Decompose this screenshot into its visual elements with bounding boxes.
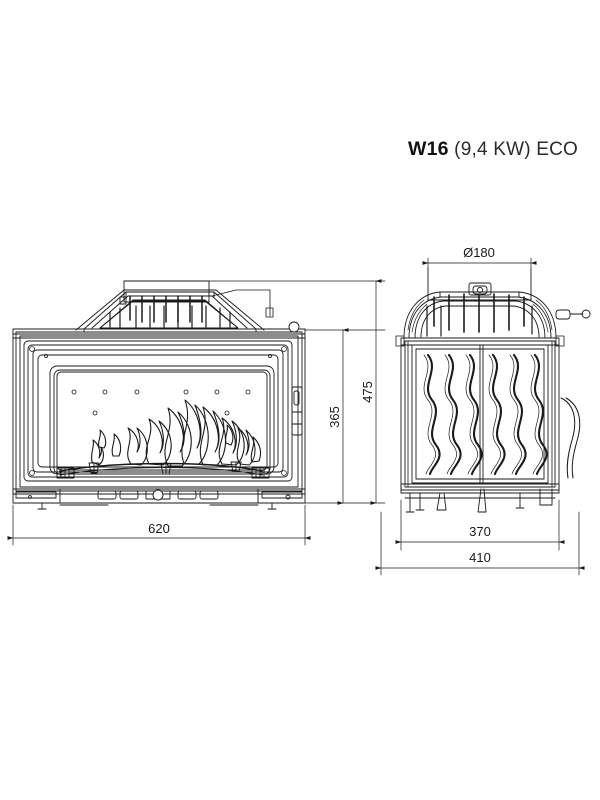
front-glass-dots	[71, 389, 251, 416]
dim-side-depth-inner-text: 370	[469, 524, 491, 539]
front-glass-pane	[49, 365, 275, 475]
flame-small-left	[91, 439, 104, 466]
front-dimension-lines	[7, 279, 386, 546]
dim-front-inner-height-text: 365	[327, 406, 342, 428]
side-base-legs	[400, 483, 560, 513]
side-hood-fins	[433, 293, 525, 333]
flame-tiny-left	[111, 433, 122, 457]
side-top-bracket	[468, 282, 492, 296]
flame-tall-left	[145, 418, 172, 466]
flame-main-right	[199, 406, 227, 466]
front-door-handle	[288, 321, 303, 436]
flame-graphic	[91, 399, 262, 467]
flame-teardrop-2	[225, 424, 234, 446]
side-heat-exchanger-waves	[426, 353, 548, 476]
flame-tiny-right	[250, 436, 262, 463]
title-block: W16 (9,4 KW) ECO	[407, 138, 578, 160]
dim-front-total-height-text: 475	[360, 381, 375, 403]
side-dimension-lines	[375, 257, 585, 576]
dim-side-depth-outer-text: 410	[469, 550, 491, 565]
front-door-screws	[29, 346, 287, 476]
front-hood-fins-lower	[109, 305, 231, 328]
front-log-supports	[88, 461, 242, 475]
model-name: W16	[407, 138, 449, 160]
flame-tall-right	[218, 417, 245, 466]
side-body	[400, 337, 560, 491]
power-rating: (9,4 KW)	[454, 139, 531, 160]
front-air-slots	[97, 490, 219, 500]
side-rails	[395, 335, 565, 488]
dim-front-width-text: 620	[148, 521, 170, 536]
front-log-grate	[59, 462, 263, 476]
front-corner-grates	[56, 467, 270, 479]
front-bottom-control-bar	[12, 488, 306, 510]
side-view-group	[395, 267, 591, 513]
side-hood-fins-short	[426, 305, 533, 337]
side-heat-exchanger-wave-outlines	[423, 354, 543, 475]
front-feet	[28, 494, 291, 510]
front-top-bracket	[211, 289, 274, 318]
front-hood	[75, 289, 265, 333]
front-hood-fins	[129, 295, 203, 323]
variant-label: ECO	[536, 139, 578, 160]
flame-teardrop-1	[98, 429, 107, 449]
front-door-frame	[23, 340, 293, 482]
flame-center-tallest	[181, 399, 209, 465]
flame-main-left	[164, 407, 192, 467]
side-handle-lever	[555, 309, 591, 479]
flame-mid-right	[236, 427, 256, 466]
flame-mid-left	[127, 427, 148, 466]
dim-flue-diameter-text: Ø180	[463, 245, 495, 260]
front-view-group	[12, 280, 306, 510]
